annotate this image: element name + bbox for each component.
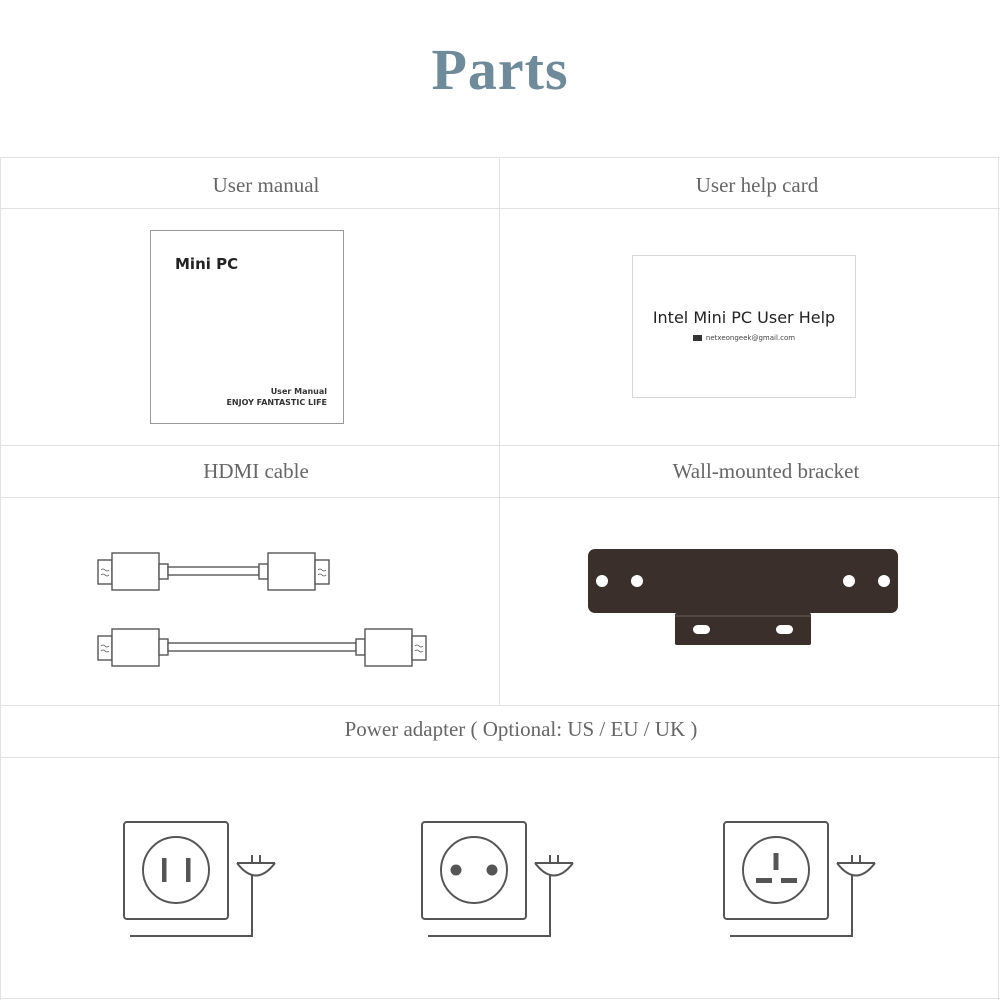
user-manual-label: User manual [212,173,320,197]
grid-line [0,705,1000,706]
manual-product-name: Mini PC [175,255,239,273]
page-title: Parts [431,37,569,102]
help-card-title: Intel Mini PC User Help [652,308,836,327]
power-adapter-label: Power adapter ( Optional: US / EU / UK ) [344,717,698,741]
hdmi-cable-long-icon [97,628,427,667]
grid-line [0,998,1000,999]
us-socket-icon [123,821,276,937]
hdmi-cable-label: HDMI cable [203,459,309,483]
manual-slogan: ENJOY FANTASTIC LIFE [226,398,327,407]
grid-line [0,757,1000,758]
help-card-email: netxeongeek@gmail.com [705,334,796,342]
grid-edge [998,157,999,1000]
user-help-card: Intel Mini PC User Help netxeongeek@gmai… [632,255,856,398]
grid-line [0,497,1000,498]
wall-bracket-label: Wall-mounted bracket [672,459,860,483]
uk-socket-icon [723,821,876,937]
wall-bracket-icon [588,549,898,645]
grid-line [0,445,1000,446]
grid-line [0,208,1000,209]
grid-line [0,157,1000,158]
manual-doc-type: User Manual [270,387,327,396]
user-help-card-label: User help card [695,173,819,197]
user-manual-booklet: Mini PC User Manual ENJOY FANTASTIC LIFE [150,230,344,424]
grid-divider [499,157,500,705]
help-card-email-row: netxeongeek@gmail.com [633,334,855,342]
envelope-icon [692,335,702,341]
hdmi-cable-short-icon [97,552,330,591]
grid-edge [0,157,1,1000]
eu-socket-icon [421,821,574,937]
